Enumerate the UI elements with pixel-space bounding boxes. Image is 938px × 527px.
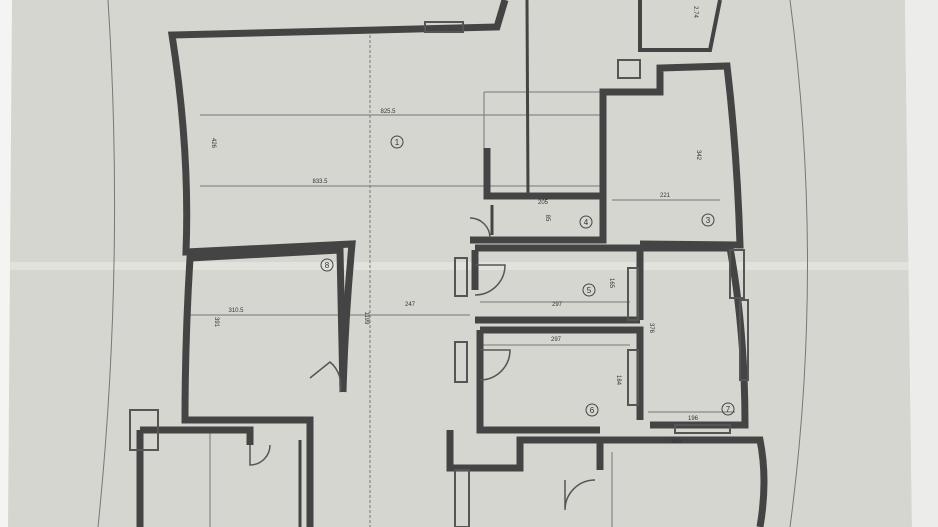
dim-room8-height: 391 (213, 317, 219, 328)
dim-room7-width: 196 (688, 416, 699, 422)
dim-bottom-width: 300 (671, 439, 682, 445)
ref-curve-left (97, 0, 116, 527)
dim-room8-width: 310.5 (228, 308, 244, 314)
dim-room6-width: 297 (551, 337, 562, 343)
dim-room5-height: 165 (608, 278, 614, 289)
dim-room4-width: 205 (538, 200, 549, 206)
dim-room6-height: 184 (615, 375, 621, 386)
window-top (424, 21, 464, 33)
dim-room5-width: 297 (552, 302, 563, 308)
dim-room3-width: 221 (660, 193, 671, 199)
room-number-3-text: 3 (706, 216, 711, 225)
dim-room1-height: 426 (210, 138, 216, 149)
door-room5 (474, 264, 506, 296)
room-number-6: 6 (585, 403, 599, 417)
windows (129, 21, 749, 527)
door-bottom-center (564, 479, 596, 511)
paper-edge (905, 0, 938, 527)
room-number-5: 5 (582, 283, 596, 297)
room-number-3: 3 (701, 213, 715, 227)
walls (136, 0, 768, 527)
window-room6-right (627, 349, 639, 406)
window-room7-bottom (674, 424, 731, 434)
window-room7-top (729, 249, 745, 299)
doors (249, 217, 596, 511)
door-room4 (469, 217, 491, 239)
room-number-1: 1 (390, 135, 404, 149)
dim-stair-note: 2.74 (692, 6, 698, 18)
dim-room7-height: 376 (648, 323, 654, 334)
room-number-5-text: 5 (587, 286, 592, 295)
room6-wall (476, 326, 644, 434)
bottom-right-wall (600, 436, 768, 527)
room8-wall (181, 246, 347, 424)
room1-right-wall (525, 0, 530, 196)
dim-room1-top: 825.5 (380, 109, 396, 115)
door-room6 (479, 349, 511, 381)
door-bottom-left (249, 444, 271, 466)
room-number-1-text: 1 (395, 138, 400, 147)
room-number-8: 8 (320, 258, 334, 272)
room-number-6-text: 6 (590, 406, 595, 415)
dim-corridor-width: 247 (405, 302, 416, 308)
dim-room3-height: 342 (695, 150, 701, 161)
stair-wall (638, 0, 722, 52)
dim-corridor-length: 1199 (363, 312, 369, 326)
room7-wall (640, 244, 749, 429)
room3-wall (599, 62, 744, 249)
window-bottom (454, 469, 470, 527)
window-room7 (739, 299, 749, 381)
door-room8 (309, 361, 342, 393)
room-number-4-text: 4 (584, 218, 589, 227)
room-number-7: 7 (721, 402, 735, 416)
room-numbers: 1 3 4 5 6 7 8 (320, 135, 735, 417)
window-bottom-left (129, 409, 159, 451)
room-number-8-text: 8 (325, 261, 330, 270)
bottom-left-wall (136, 416, 314, 527)
dim-room1-mid: 833.5 (312, 179, 328, 185)
reference-lines (97, 0, 808, 527)
dim-room4-height: 85 (544, 215, 550, 222)
window-room5-right (627, 267, 639, 321)
window-stair (617, 59, 641, 79)
ref-curve-right (789, 0, 808, 527)
window-room5 (454, 257, 468, 297)
window-room6 (454, 341, 468, 383)
paper-fold (10, 262, 910, 270)
room-number-4: 4 (579, 215, 593, 229)
room-number-7-text: 7 (726, 405, 731, 414)
dimension-labels: 825.5 833.5 426 342 221 205 85 297 165 2… (210, 6, 701, 445)
bottom-center-wall (446, 430, 604, 472)
